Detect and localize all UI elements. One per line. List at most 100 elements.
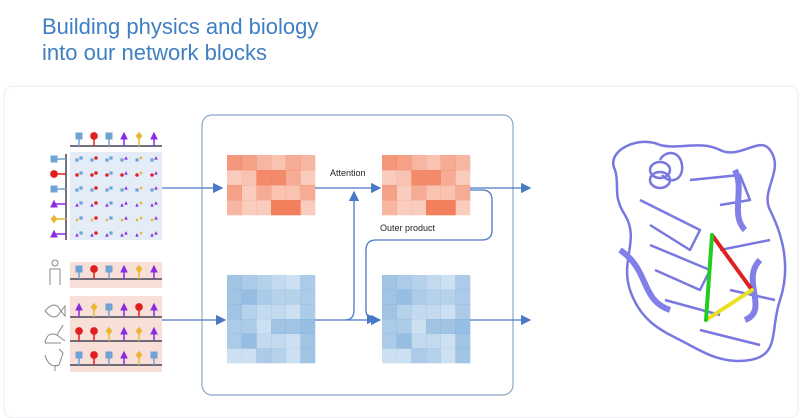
pair-rep-in-cell bbox=[300, 275, 316, 290]
residue-diamond bbox=[105, 218, 109, 222]
msa-rep-out-cell bbox=[382, 185, 397, 201]
pair-rep-out-cell bbox=[396, 275, 412, 290]
residue-diamond bbox=[90, 302, 98, 312]
pair-rep-out-cell bbox=[396, 289, 412, 305]
msa-rep-in-cell bbox=[271, 155, 286, 171]
residue-diamond bbox=[139, 156, 143, 160]
residue-square bbox=[150, 188, 154, 192]
pair-rep-in-cell bbox=[285, 304, 301, 320]
pair-rep-out-cell bbox=[455, 275, 471, 290]
residue-triangle bbox=[75, 302, 83, 311]
residue-triangle bbox=[120, 264, 128, 273]
msa-rep-in-cell bbox=[300, 170, 316, 186]
geometry-triangle bbox=[704, 233, 754, 322]
pair-rep-in-cell bbox=[256, 275, 272, 290]
residue-square bbox=[79, 201, 83, 205]
pair-rep-in-cell bbox=[300, 348, 316, 364]
msa-rep-in-cell bbox=[271, 200, 286, 216]
residue-triangle bbox=[124, 171, 128, 175]
residue-diamond bbox=[50, 214, 58, 224]
pair-rep-out-cell bbox=[426, 289, 441, 305]
residue-triangle bbox=[120, 350, 128, 359]
pair-rep-in-cell bbox=[227, 333, 242, 349]
residue-square bbox=[105, 351, 113, 359]
pair-rep-in-cell bbox=[271, 333, 286, 349]
msa-rep-in-cell bbox=[256, 200, 272, 216]
pair-rep-out-cell bbox=[396, 304, 412, 320]
network-block-diagram bbox=[44, 114, 787, 396]
msa-rep-in-cell bbox=[227, 185, 242, 201]
pair-rep-in-cell bbox=[285, 289, 301, 305]
pair-rep-out-cell bbox=[382, 275, 397, 290]
msa-rep-out-cell bbox=[426, 155, 441, 171]
edge-red bbox=[710, 233, 754, 292]
residue-diamond bbox=[139, 216, 143, 220]
outer-product-label: Outer product bbox=[380, 223, 436, 233]
slide-title: Building physics and biology into our ne… bbox=[42, 14, 318, 66]
pair-rep-out-cell bbox=[411, 289, 427, 305]
msa-rep-in-cell bbox=[227, 200, 242, 216]
residue-diamond bbox=[75, 218, 79, 222]
pair-rep-in-cell bbox=[285, 275, 301, 290]
msa-rep-out-cell bbox=[440, 185, 456, 201]
pair-rep-in-cell bbox=[300, 289, 316, 305]
residue-triangle bbox=[124, 186, 128, 190]
pair-rep-out-cell bbox=[455, 289, 471, 305]
residue-square bbox=[105, 303, 113, 311]
residue-square bbox=[50, 155, 58, 163]
pair-rep-in-cell bbox=[241, 348, 257, 364]
residue-triangle bbox=[154, 156, 158, 160]
msa-rep-out-cell bbox=[455, 185, 471, 201]
residue-square bbox=[135, 158, 139, 162]
residue-square bbox=[109, 186, 113, 190]
msa-rep-in-cell bbox=[227, 170, 242, 186]
residue-diamond bbox=[139, 186, 143, 190]
msa-rep-out-cell bbox=[426, 185, 441, 201]
msa-rep-in-cell bbox=[256, 155, 272, 171]
residue-diamond bbox=[150, 218, 154, 222]
residue-diamond bbox=[135, 218, 139, 222]
residue-square bbox=[79, 231, 83, 235]
pair-rep-in-cell bbox=[256, 333, 272, 349]
residue-triangle bbox=[150, 131, 158, 140]
msa-rep-out-cell bbox=[382, 170, 397, 186]
pair-rep-out-cell bbox=[382, 289, 397, 305]
residue-square bbox=[75, 158, 79, 162]
pair-rep-in-cell bbox=[300, 319, 316, 334]
residue-diamond bbox=[139, 231, 143, 235]
residue-triangle bbox=[120, 131, 128, 140]
residue-triangle bbox=[50, 199, 58, 208]
residue-circle bbox=[135, 303, 143, 311]
msa-rep-in-cell bbox=[227, 155, 242, 171]
pair-rep-in-cell bbox=[227, 275, 242, 290]
residue-square bbox=[90, 158, 94, 162]
pair-rep-out-cell bbox=[396, 348, 412, 364]
residue-triangle bbox=[154, 216, 158, 220]
residue-triangle bbox=[154, 171, 158, 175]
attention-label: Attention bbox=[330, 168, 366, 178]
pair-rep-out-cell bbox=[426, 319, 441, 334]
residue-square bbox=[150, 351, 158, 359]
pair-rep-in-cell bbox=[227, 348, 242, 364]
msa-rep-out-cell bbox=[396, 200, 412, 216]
pair-rep-out-cell bbox=[396, 333, 412, 349]
residue-triangle bbox=[154, 231, 158, 235]
msa-rep-out-cell bbox=[440, 155, 456, 171]
pair-rep-in-cell bbox=[256, 304, 272, 320]
pair-rep-out-cell bbox=[426, 304, 441, 320]
residue-triangle bbox=[154, 186, 158, 190]
edge-yellow bbox=[704, 288, 754, 322]
residue-square bbox=[120, 158, 124, 162]
msa-rep-out-cell bbox=[426, 170, 441, 186]
pair-rep-in-cell bbox=[285, 348, 301, 364]
residue-triangle bbox=[124, 216, 128, 220]
residue-diamond bbox=[105, 326, 113, 336]
pair-rep-in-cell bbox=[256, 348, 272, 364]
fish-icon bbox=[44, 304, 66, 318]
pair-rep-out-cell bbox=[396, 319, 412, 334]
pair-rep-out-cell bbox=[440, 275, 456, 290]
pair-rep-out-cell bbox=[455, 348, 471, 364]
msa-rep-out-cell bbox=[396, 155, 412, 171]
residue-circle bbox=[120, 173, 124, 177]
residue-triangle bbox=[150, 233, 154, 237]
